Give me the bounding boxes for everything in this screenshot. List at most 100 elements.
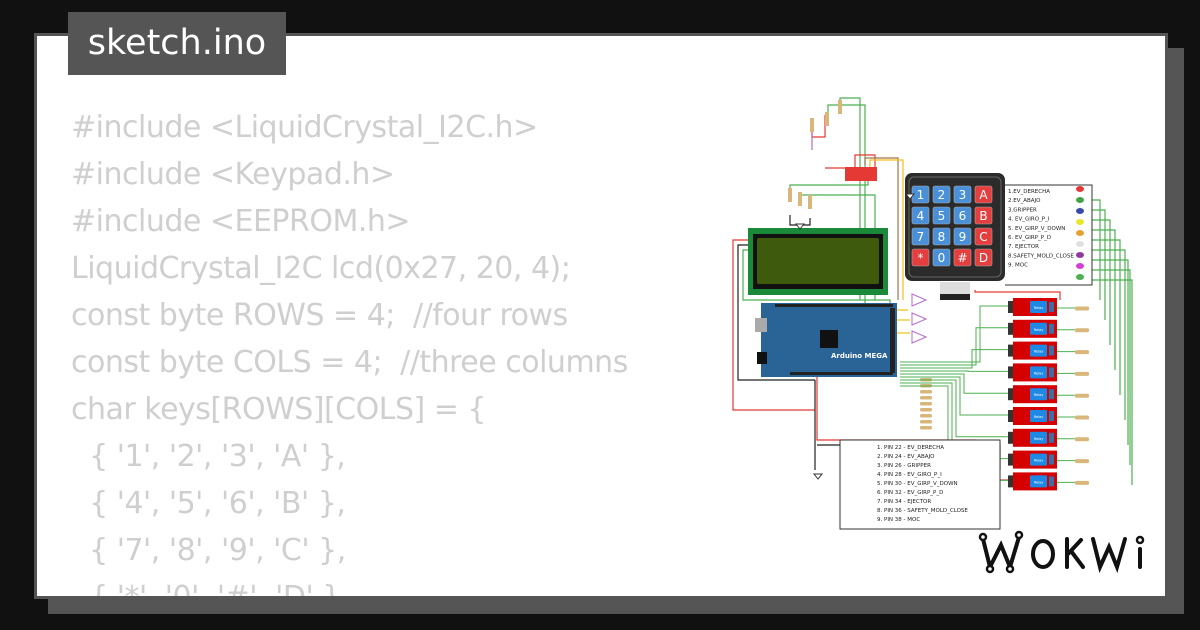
key-label: A <box>979 188 988 202</box>
key-label: 7 <box>917 230 925 244</box>
pin-label: 7. PIN 34 - EJECTOR <box>877 499 931 505</box>
relay-module[interactable]: Relay <box>1008 472 1075 491</box>
key-label: 0 <box>938 251 946 265</box>
keypad-key-*[interactable]: * <box>911 248 930 267</box>
file-tab[interactable]: sketch.ino <box>68 12 286 75</box>
keypad-key-1[interactable]: 1 <box>911 185 930 204</box>
led[interactable] <box>1076 230 1084 236</box>
keypad-key-A[interactable]: A <box>974 185 993 204</box>
code-line: { '1', '2', '3', 'A' }, <box>71 439 346 474</box>
wires <box>732 97 1133 485</box>
keypad-key-9[interactable]: 9 <box>953 227 972 246</box>
pin-label: 9. PIN 38 - MOC <box>877 517 920 523</box>
resistor <box>920 414 932 418</box>
pin-label: 2. PIN 24 - EV_ABAJO <box>877 454 935 460</box>
relay-label: Relay <box>1034 328 1044 332</box>
relay-module[interactable]: Relay <box>1008 407 1075 425</box>
key-label: 1 <box>917 188 925 202</box>
dip-switch[interactable] <box>845 167 877 181</box>
led-label: 8.SAFETY_MOLD_CLOSE <box>1008 253 1074 259</box>
led[interactable] <box>1076 252 1084 258</box>
code-line: char keys[ROWS][COLS] = { <box>71 392 486 427</box>
relay-label: Relay <box>1034 393 1044 397</box>
code-line: { '*', '0', '#', 'D' }, <box>71 580 350 599</box>
pin-label: 5. PIN 30 - EV_GIRP_V_DOWN <box>877 481 958 487</box>
led-label: 3.GRIPPER <box>1008 207 1037 213</box>
keypad-key-5[interactable]: 5 <box>932 206 951 225</box>
led[interactable] <box>1076 274 1084 280</box>
led-label: 5. EV_GIRP_V_DOWN <box>1008 226 1065 232</box>
resistor <box>1075 437 1089 442</box>
led[interactable] <box>1076 197 1084 203</box>
code-line: #include <EEPROM.h> <box>71 204 411 239</box>
keypad-key-7[interactable]: 7 <box>911 227 930 246</box>
resistor <box>1075 371 1089 376</box>
led[interactable] <box>1076 263 1084 269</box>
keypad-key-2[interactable]: 2 <box>932 185 951 204</box>
keypad-key-0[interactable]: 0 <box>932 248 951 267</box>
keypad-key-B[interactable]: B <box>974 206 993 225</box>
relay-module[interactable]: Relay <box>1008 385 1075 404</box>
relay-label: Relay <box>1034 480 1044 484</box>
board-label: Arduino MEGA <box>831 352 888 360</box>
keypad-key-#[interactable]: # <box>953 248 972 267</box>
key-label: * <box>918 251 924 265</box>
led-legend: 1.EV_DERECHA 2.EV_ABAJO 3.GRIPPER 4. EV_GIR… <box>1005 184 1093 286</box>
code-line: { '4', '5', '6', 'B' }, <box>71 486 346 521</box>
top-resistors <box>788 100 842 209</box>
relay-module[interactable]: Relay <box>1008 298 1075 316</box>
key-label: 3 <box>959 188 967 202</box>
pin-label: 3. PIN 26 - GRIPPER <box>877 463 931 469</box>
relay-module[interactable]: Relay <box>1008 319 1075 338</box>
led-label: 1.EV_DERECHA <box>1008 189 1050 195</box>
led-label: 9. MOC <box>1008 263 1028 269</box>
led[interactable] <box>1076 241 1084 247</box>
led-label: 2.EV_ABAJO <box>1008 198 1041 204</box>
led-label: 4. EV_GIRO_P_I <box>1008 217 1050 223</box>
keypad-key-6[interactable]: 6 <box>953 206 972 225</box>
relay-module[interactable]: Relay <box>1008 341 1075 360</box>
logic-buffers <box>911 293 928 344</box>
resistor <box>920 390 932 394</box>
key-label: 8 <box>938 230 946 244</box>
resistor <box>1075 459 1089 464</box>
arduino-mega-board[interactable]: Arduino MEGA <box>755 303 897 377</box>
relay-module[interactable]: Relay <box>1008 450 1075 469</box>
key-label: 4 <box>917 209 925 223</box>
relay-modules: RelayRelayRelayRelayRelayRelayRelayRelay… <box>1008 298 1075 491</box>
resistor <box>920 420 932 424</box>
key-label: B <box>979 209 987 223</box>
key-label: D <box>979 251 988 265</box>
lcd-display[interactable] <box>748 228 888 295</box>
resistor <box>1075 350 1089 355</box>
ground-symbols <box>794 193 916 480</box>
keypad-key-4[interactable]: 4 <box>911 206 930 225</box>
relay-label: Relay <box>1034 371 1044 375</box>
key-label: 6 <box>959 209 967 223</box>
led[interactable] <box>1076 186 1084 192</box>
resistor <box>1075 480 1089 485</box>
resistor <box>1075 393 1089 398</box>
code-line: { '7', '8', '9', 'C' }, <box>71 533 346 568</box>
pin-label: 6. PIN 32 - EV_GIRP_P_D <box>877 490 943 496</box>
led[interactable] <box>1076 219 1084 225</box>
resistor <box>1075 306 1089 311</box>
keypad-key-3[interactable]: 3 <box>953 185 972 204</box>
keypad-key-8[interactable]: 8 <box>932 227 951 246</box>
pin-label: 8. PIN 36 - SAFETY_MOLD_CLOSE <box>877 508 968 514</box>
led-label: 6. EV_GIRP_P_D <box>1008 235 1051 241</box>
led[interactable] <box>1076 208 1084 214</box>
code-line: const byte ROWS = 4; //four rows <box>71 298 568 333</box>
keypad-key-D[interactable]: D <box>974 248 993 267</box>
code-line: #include <LiquidCrystal_I2C.h> <box>71 110 538 145</box>
code-preview: #include <LiquidCrystal_I2C.h> #include <… <box>71 104 628 599</box>
key-label: 2 <box>938 188 946 202</box>
relay-module[interactable]: Relay <box>1008 428 1075 447</box>
keypad-key-C[interactable]: C <box>974 227 993 246</box>
wokwi-logo <box>975 527 1150 587</box>
key-label: C <box>979 230 987 244</box>
led-label: 7. EJECTOR <box>1008 244 1039 250</box>
relay-module[interactable]: Relay <box>1008 363 1075 382</box>
